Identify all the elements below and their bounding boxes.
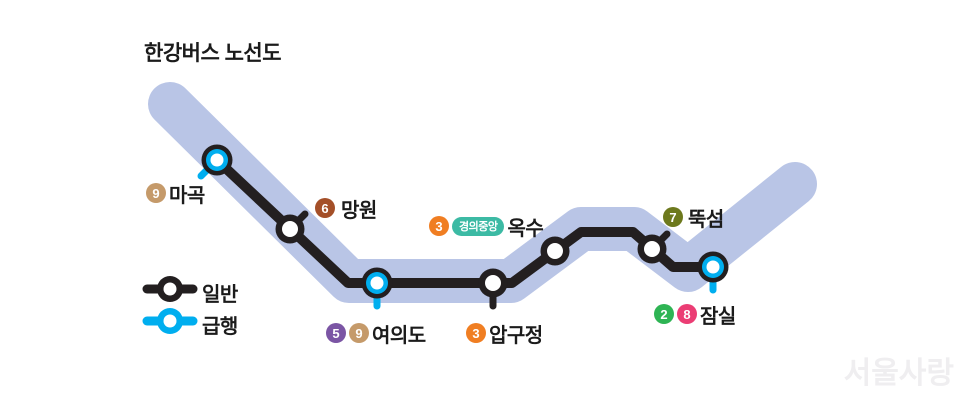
- station-circle-oksu: [540, 236, 570, 266]
- line-3-badge: 3: [429, 216, 449, 236]
- legend-label-regular: 일반: [202, 284, 238, 306]
- legend-express-glyph: [142, 308, 198, 334]
- station-name-apgujeong: 압구정: [489, 324, 543, 347]
- line-3-badge: 3: [466, 323, 486, 343]
- line-8-badge: 8: [677, 304, 697, 324]
- station-label-apgujeong: 3 압구정: [466, 322, 543, 347]
- station-label-ttukseom: 7 뚝섬: [663, 206, 724, 231]
- seoul-sarang-watermark: 서울사랑: [843, 357, 954, 390]
- station-circle-magok: [201, 144, 233, 176]
- station-circle-apgujeong: [478, 268, 508, 298]
- station-label-oksu: 3 경의중앙 옥수: [429, 215, 544, 240]
- han-river-path: [148, 82, 817, 303]
- station-label-magok: 9 마곡: [146, 182, 205, 207]
- station-name-mangwon: 망원: [341, 199, 377, 222]
- station-label-yeouido: 5 9 여의도: [326, 322, 426, 347]
- station-circle-jamsil: [697, 251, 729, 283]
- line-9-badge: 9: [349, 323, 369, 343]
- station-label-jamsil: 2 8 잠실: [654, 303, 736, 328]
- station-circle-yeouido: [361, 267, 393, 299]
- line-7-badge: 7: [663, 207, 683, 227]
- line-6-badge: 6: [315, 198, 335, 218]
- station-name-magok: 마곡: [169, 184, 205, 207]
- station-name-ttukseom: 뚝섬: [688, 208, 724, 231]
- line-9-badge: 9: [146, 183, 166, 203]
- station-name-oksu: 옥수: [507, 217, 544, 240]
- legend-regular-glyph: [142, 276, 198, 302]
- line-2-badge: 2: [654, 304, 674, 324]
- page-title: 한강버스 노선도: [144, 42, 282, 65]
- station-label-mangwon: 6 망원: [315, 197, 377, 222]
- line-5-badge: 5: [326, 323, 346, 343]
- station-circle-ttukseom: [637, 234, 667, 264]
- bus-route-line: [212, 155, 718, 288]
- station-name-yeouido: 여의도: [372, 324, 426, 347]
- station-name-jamsil: 잠실: [700, 305, 736, 328]
- station-circle-mangwon: [275, 214, 305, 244]
- gyeongui-jungang-line-badge: 경의중앙: [452, 216, 505, 236]
- legend-label-express: 급행: [202, 316, 238, 338]
